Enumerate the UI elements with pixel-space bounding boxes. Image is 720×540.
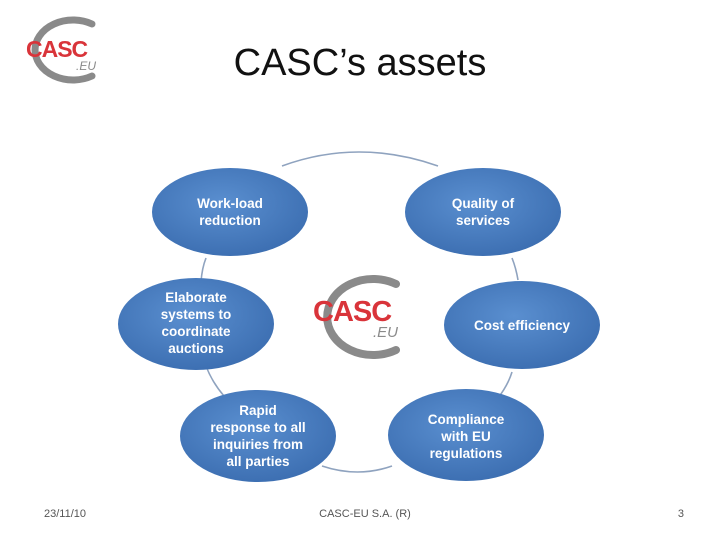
node-label: auctions <box>168 341 224 356</box>
node-label: reduction <box>199 213 261 228</box>
node-rapid: Rapid response to all inquiries from all… <box>180 390 336 482</box>
page-number: 3 <box>677 508 684 520</box>
arc-upper-right <box>511 257 519 281</box>
logo-main-text: CASC <box>26 36 88 62</box>
node-cost: Cost efficiency <box>444 281 600 369</box>
logo-sub-text: .EU <box>76 59 96 73</box>
node-label: Compliance <box>428 412 505 427</box>
node-label: all parties <box>226 454 289 469</box>
node-elaborate: Elaborate systems to coordinate auctions <box>118 278 274 370</box>
node-workload: Work-load reduction <box>152 168 308 256</box>
node-label: systems to <box>161 307 232 322</box>
arc-bottom <box>321 465 393 473</box>
node-label: Elaborate <box>165 290 227 305</box>
footer-center: CASC-EU S.A. (R) <box>319 508 411 520</box>
arc-lower-left <box>205 365 225 397</box>
node-label: Quality of <box>452 196 515 211</box>
node-label: Cost efficiency <box>474 318 571 333</box>
node-label: services <box>456 213 510 228</box>
node-label: coordinate <box>161 324 231 339</box>
logo-sub-text: .EU <box>373 324 398 341</box>
arc-top <box>281 151 439 167</box>
casc-logo-center: CASC .EU <box>313 275 400 359</box>
node-label: Rapid <box>239 403 277 418</box>
slide-title: CASC’s assets <box>233 42 487 84</box>
node-quality: Quality of services <box>405 168 561 256</box>
node-label: Work-load <box>197 196 263 211</box>
node-label: inquiries from <box>213 437 303 452</box>
casc-logo-top: CASC .EU <box>22 14 114 86</box>
node-label: with EU <box>440 429 491 444</box>
node-compliance: Compliance with EU regulations <box>388 389 544 481</box>
node-label: regulations <box>430 446 503 461</box>
node-label: response to all <box>210 420 305 435</box>
footer-date: 23/11/10 <box>44 508 87 520</box>
logo-main-text: CASC <box>313 296 392 328</box>
